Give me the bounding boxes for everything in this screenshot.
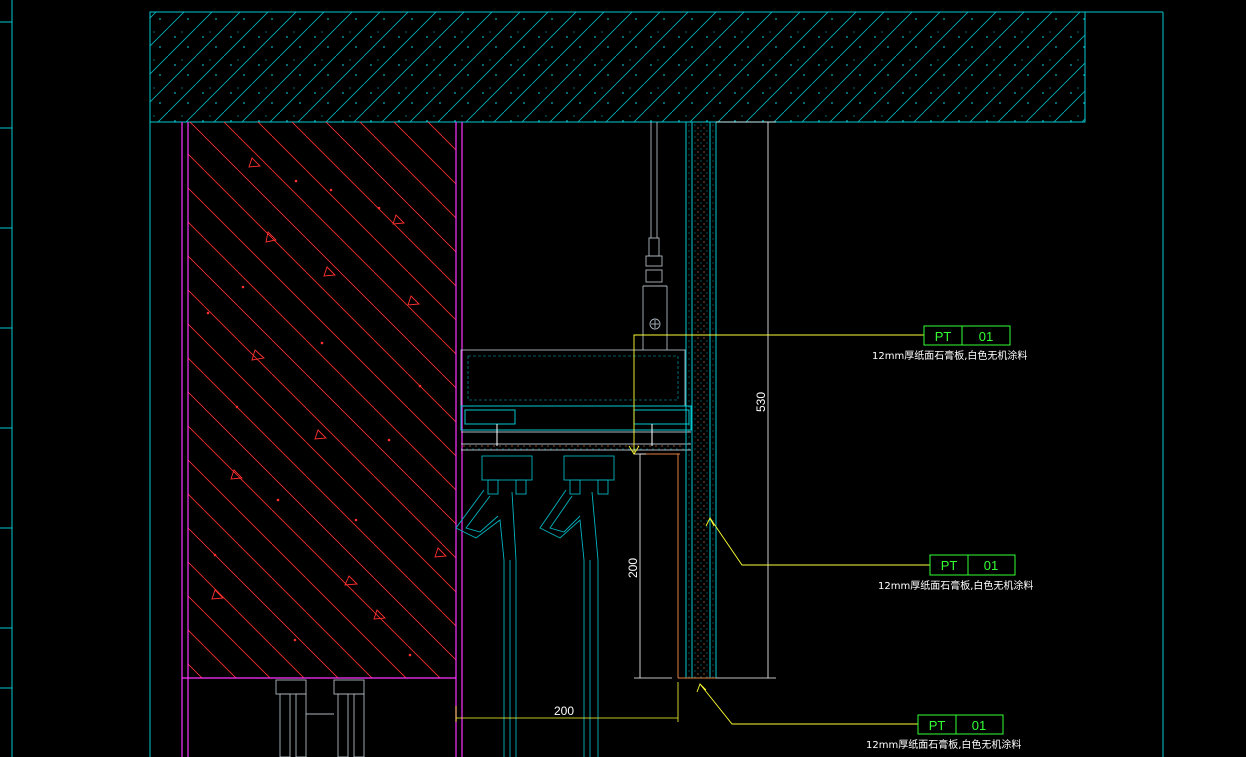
callout-number: 01 — [984, 558, 998, 573]
callout-tag-3: PT 01 12mm厚纸面石膏板,白色无机涂料 — [866, 714, 1021, 751]
callout-tag-1: PT 01 12mm厚纸面石膏板,白色无机涂料 — [872, 325, 1027, 362]
callout-description: 12mm厚纸面石膏板,白色无机涂料 — [872, 349, 1027, 362]
ceiling-keel-system — [460, 349, 692, 451]
hanger-rod — [642, 122, 668, 350]
border-ticks — [0, 0, 13, 757]
dim-label-530: 530 — [754, 392, 768, 412]
callout-code: PT — [941, 558, 958, 573]
window-mullion — [275, 679, 365, 757]
outer-frame — [149, 11, 1164, 757]
callout-description: 12mm厚纸面石膏板,白色无机涂料 — [878, 579, 1033, 592]
callout-code: PT — [935, 329, 952, 344]
dimension-200-horizontal: 200 — [455, 682, 679, 722]
dim-label-200-vertical: 200 — [626, 558, 640, 578]
curtain-track — [455, 455, 615, 757]
dim-label-200-horizontal: 200 — [554, 704, 574, 718]
callout-code: PT — [929, 718, 946, 733]
leader-lines — [628, 334, 930, 725]
callout-tag-2: PT 01 12mm厚纸面石膏板,白色无机涂料 — [878, 554, 1033, 592]
callout-number: 01 — [979, 329, 993, 344]
gypsum-bulkhead — [640, 122, 717, 679]
callout-number: 01 — [972, 718, 986, 733]
dimension-200-vertical: 200 — [626, 453, 672, 679]
masonry-column — [181, 122, 463, 757]
dimension-530: 530 — [716, 121, 776, 679]
callout-description: 12mm厚纸面石膏板,白色无机涂料 — [866, 738, 1021, 751]
concrete-slab — [149, 11, 1086, 123]
